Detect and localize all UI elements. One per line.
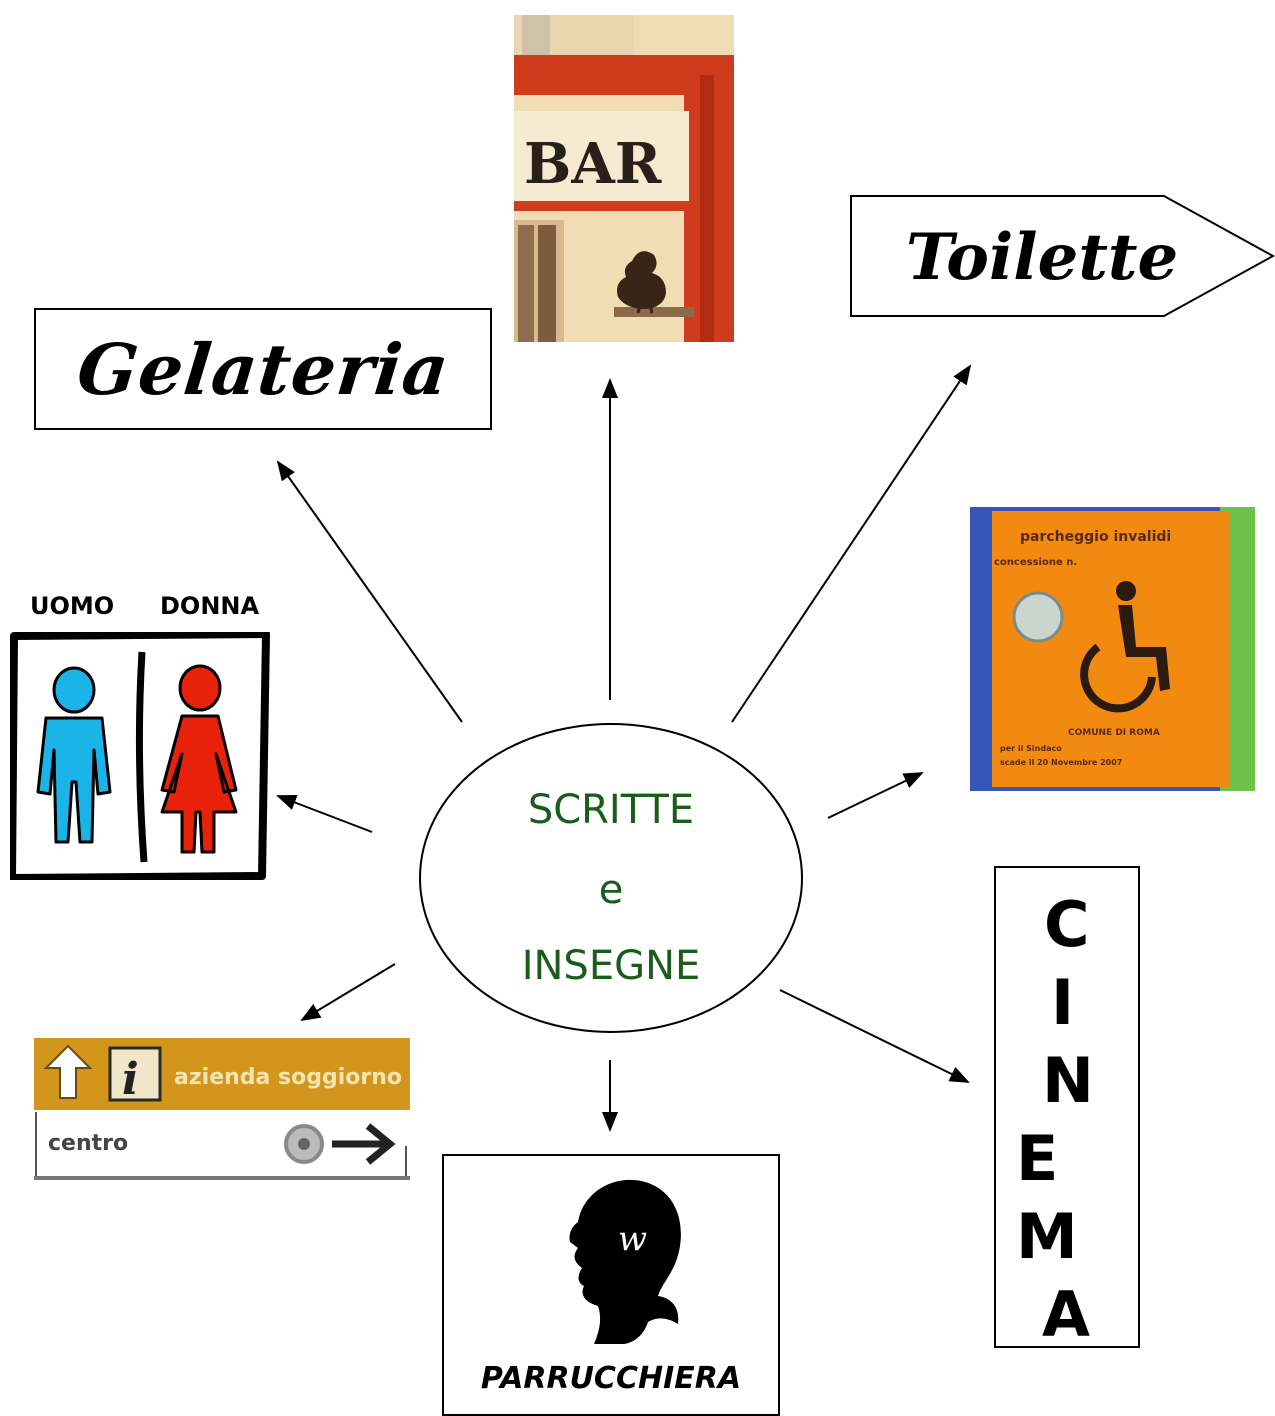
permit-comune: COMUNE DI ROMA (1068, 728, 1160, 738)
central-topic: SCRITTE e INSEGNE (419, 723, 803, 1033)
parrucchiera-sign: w PARRUCCHIERA (442, 1154, 780, 1416)
arrow-up-icon (43, 1044, 93, 1099)
cinema-letter-i: I (1051, 966, 1075, 1039)
center-line-e: e (598, 867, 624, 913)
wheelchair-icon (1080, 581, 1170, 713)
uomo-label: UOMO (30, 592, 115, 620)
toilette-text: Toilette (906, 219, 1179, 295)
cinema-letter-e: E (1016, 1122, 1059, 1195)
permit-note-2: scade il 20 Novembre 2007 (1000, 758, 1122, 767)
center-line-scritte: SCRITTE (527, 787, 695, 833)
info-header-text: azienda soggiorno (174, 1065, 402, 1090)
permit-concession: concessione n. (994, 557, 1077, 568)
parrucchiera-text: PARRUCCHIERA (480, 1361, 742, 1396)
arrow-to-info-sign (300, 963, 396, 1022)
tourist-info-sign: i azienda soggiorno centro (34, 1038, 410, 1184)
svg-text:w: w (618, 1219, 647, 1259)
rooster-icon (617, 251, 666, 309)
bar-photo: BAR (514, 15, 734, 342)
cinema-letter-n: N (1042, 1044, 1094, 1117)
permit-stamp-icon (1012, 591, 1064, 643)
man-icon (36, 666, 112, 844)
toilet-pictogram (10, 632, 270, 880)
arrow-right-icon (332, 1123, 396, 1165)
woman-silhouette-icon: w (569, 1179, 681, 1344)
cinema-letter-m: M (1016, 1200, 1078, 1273)
permit-note-1: per il Sindaco (1000, 744, 1062, 753)
gelateria-text: Gelateria (73, 327, 453, 411)
permit-title: parcheggio invalidi (1020, 529, 1171, 545)
arrow-to-parking (827, 772, 924, 819)
bar-sign-text: BAR (524, 131, 662, 197)
arrow-to-gelateria (276, 460, 463, 723)
info-i-icon (108, 1046, 162, 1102)
arrow-to-toilette (731, 364, 972, 723)
center-line-insegne: INSEGNE (521, 943, 701, 989)
toilette-sign: Toilette (850, 196, 1270, 318)
cinema-letter-a: A (1042, 1278, 1090, 1351)
cinema-sign: C I N E M A (994, 866, 1140, 1351)
arrow-to-toilet-picto (276, 794, 373, 833)
gelateria-sign: Gelateria (34, 308, 492, 430)
woman-icon (160, 664, 238, 854)
arrow-to-cinema (779, 989, 970, 1083)
info-direction-text: centro (48, 1131, 128, 1156)
cinema-letter-c: C (1044, 888, 1090, 961)
donna-label: DONNA (160, 592, 260, 620)
parking-permit-photo: parcheggio invalidi concessione n. COMUN… (970, 507, 1255, 791)
toilette-sign-shape (850, 195, 1275, 317)
svg-text:i: i (122, 1054, 139, 1105)
